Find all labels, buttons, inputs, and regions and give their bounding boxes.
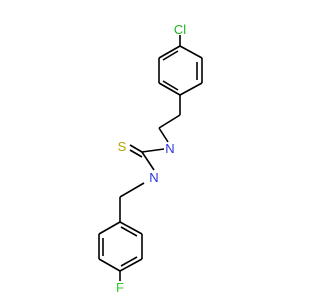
sulfur-atom-label: S	[118, 139, 127, 154]
benzyl-linker	[119, 182, 145, 198]
ethyl-linker	[158, 95, 181, 143]
chlorine-atom-label: Cl	[174, 22, 186, 37]
structure-canvas: Cl N S N F	[0, 0, 300, 300]
fluorine-atom-label: F	[116, 280, 124, 295]
chlorophenyl-ring	[158, 45, 203, 96]
nitrogen-atom-label-lower: N	[149, 170, 158, 185]
fluorophenyl-ring	[98, 197, 143, 272]
thiourea-core	[129, 144, 165, 171]
nitrogen-atom-label-upper: N	[165, 141, 174, 156]
canvas-background	[0, 0, 300, 300]
